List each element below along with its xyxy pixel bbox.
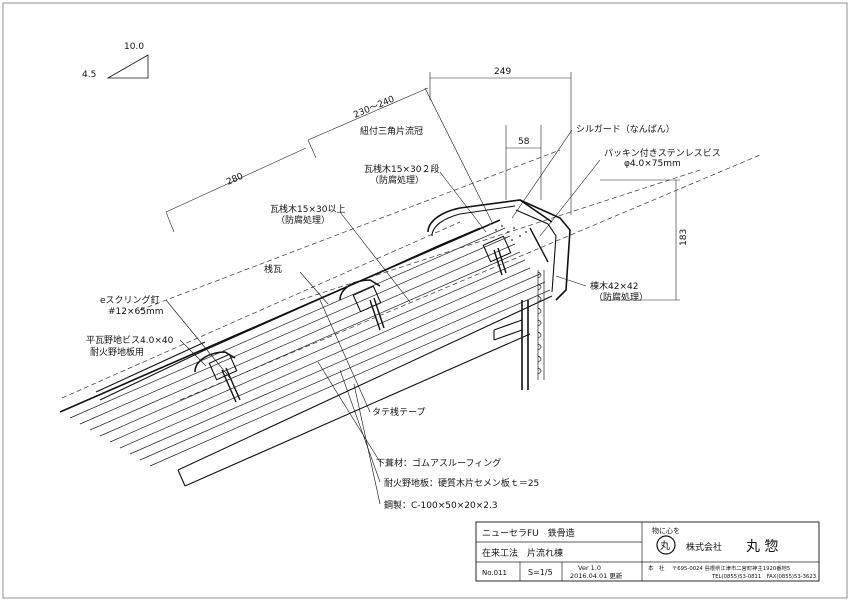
label-tape: タテ桟テープ xyxy=(372,406,425,418)
dim-top-width: 249 xyxy=(494,67,511,77)
label-batten-2: 瓦桟木15×30２段 xyxy=(364,163,439,175)
label-post-note: （防腐処理） xyxy=(594,291,648,303)
tb-method: 在来工法 片流れ棟 xyxy=(482,547,563,559)
slope-indicator: 10.0 4.5 xyxy=(82,42,149,80)
dimension-lines: 249 230～240 280 58 183 xyxy=(165,67,689,301)
dim-height: 183 xyxy=(679,229,689,246)
tb-date: 2016.04.01 更新 xyxy=(570,571,623,580)
leader-lines xyxy=(165,87,601,505)
tb-scale: S=1/5 xyxy=(528,568,553,577)
dim-slope-span: 230～240 xyxy=(352,95,396,121)
label-nail: eスクリング釘 xyxy=(100,294,160,306)
label-underlay: 下葺材：ゴムアスルーフィング xyxy=(376,457,501,469)
title-block: ニューセラFU 鉄骨造 在来工法 片流れ棟 No.011 S=1/5 Ver 1… xyxy=(475,521,820,582)
tb-address-label: 本 社 xyxy=(648,564,665,572)
tb-address: 〒695-0024 島根県江津市二宮町神主1920番地5 xyxy=(672,564,790,572)
label-batten-2-note: （防腐処理） xyxy=(370,174,424,186)
tb-company: 株式会社 xyxy=(686,541,722,553)
label-screw: パッキン付きステンレスビス xyxy=(604,148,721,159)
label-batten: 瓦桟木15×30以上 xyxy=(270,203,345,215)
tb-version: Ver 1.0 xyxy=(578,564,601,572)
tb-company-name: 丸 惣 xyxy=(746,539,778,555)
company-seal-icon: 丸 xyxy=(656,535,676,555)
screw-marks xyxy=(221,227,549,403)
label-batten-note: （防腐処理） xyxy=(276,214,330,226)
dim-gap: 58 xyxy=(518,137,530,147)
label-cap: 紐付三角片流冠 xyxy=(360,125,423,137)
tb-seal-text: 丸 xyxy=(660,539,670,552)
tb-number: No.011 xyxy=(482,569,507,577)
label-flat-screw-note: 耐火野地板用 xyxy=(90,346,144,358)
label-nail-size: #12×65mm xyxy=(108,307,164,317)
label-sill-guard: シルガード（なんばん） xyxy=(576,124,675,135)
dim-tile-span: 280 xyxy=(225,172,245,188)
label-flat-screw: 平瓦野地ビス4.0×40 xyxy=(86,334,174,346)
tb-product: ニューセラFU 鉄骨造 xyxy=(482,527,575,539)
callout-labels: 紐付三角片流冠 シルガード（なんばん） パッキン付きステンレスビス φ4.0×7… xyxy=(86,124,721,511)
label-steel: 鋼製：C-100×50×20×2.3 xyxy=(384,499,498,511)
label-post: 棟木42×42 xyxy=(590,280,638,292)
label-screw-size: φ4.0×75mm xyxy=(624,159,681,169)
slope-run: 10.0 xyxy=(124,42,144,52)
roof-section xyxy=(59,149,761,487)
tb-tel: TEL(0855)53-0811 FAX(0855)53-3623 xyxy=(711,574,816,580)
slope-rise: 4.5 xyxy=(82,70,96,80)
label-sheathing: 耐火野地板：硬質木片セメン板ｔ＝25 xyxy=(384,477,539,489)
tb-seal-caption: 物に心を xyxy=(652,526,680,535)
label-ridge-tile: 桟瓦 xyxy=(264,263,282,275)
